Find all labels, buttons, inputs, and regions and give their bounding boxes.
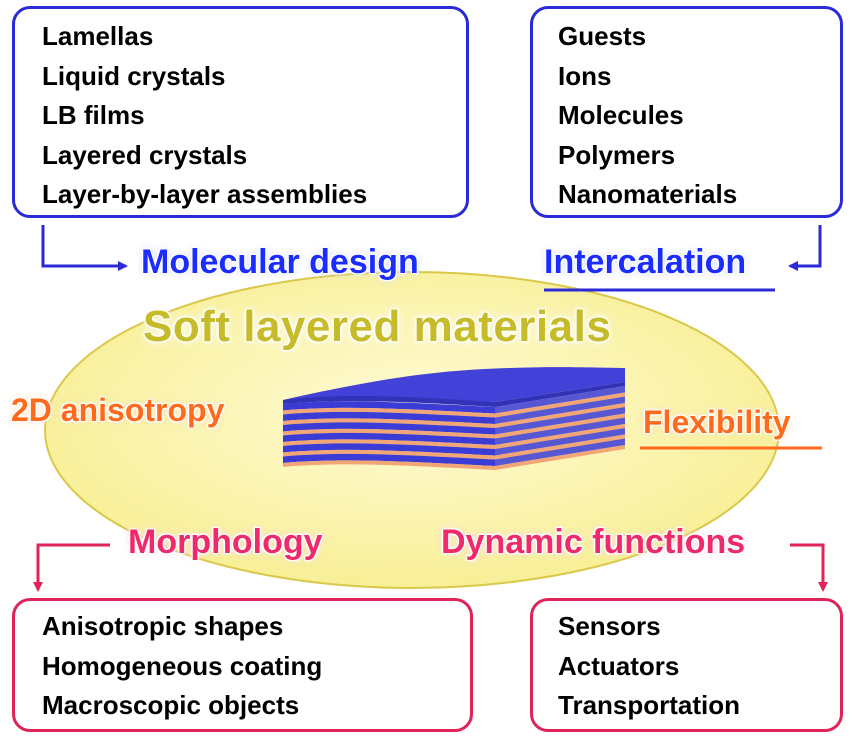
list-item: LB films <box>42 100 145 130</box>
morphology-label: Morphology <box>128 523 323 561</box>
stack-side-blue <box>495 396 625 424</box>
stack-layer-orange <box>283 428 495 439</box>
stack-side-blue <box>495 438 625 466</box>
stack-layer-orange <box>283 418 495 428</box>
list-item: Actuators <box>558 650 680 681</box>
stack-layer-orange <box>283 460 495 470</box>
stack-side-blue <box>495 386 625 414</box>
arrow-top-left <box>41 225 128 271</box>
list-item: Homogeneous coating <box>42 650 323 681</box>
list-item: Nanomaterials <box>558 179 738 209</box>
stack-side-orange <box>495 413 625 439</box>
list-item: Transportation <box>558 690 741 720</box>
list-item: Guests <box>558 21 647 51</box>
molecular-design-label: Molecular design <box>141 243 419 281</box>
stack-layer-blue <box>283 401 495 414</box>
stack-side-orange <box>495 424 625 449</box>
anisotropy-label: 2D anisotropy <box>11 392 225 428</box>
stack-side-orange <box>495 445 625 470</box>
list-item: Layer-by-layer assemblies <box>42 179 368 209</box>
stack-side-orange <box>495 434 625 460</box>
stack-layer-blue <box>283 411 495 424</box>
stack-side-orange <box>495 403 625 428</box>
stack-side-blue <box>495 428 625 456</box>
list-item: Anisotropic shapes <box>42 611 284 641</box>
top-left-box: Lamellas Liquid crystals LB films Layere… <box>12 6 469 218</box>
intercalation-label: Intercalation <box>544 243 747 281</box>
layered-stack-graphic <box>283 367 625 470</box>
list-item: Sensors <box>558 611 661 641</box>
top-right-box: Guests Ions Molecules Polymers Nanomater… <box>530 6 843 218</box>
list-item: Lamellas <box>42 21 154 51</box>
stack-layer-orange <box>283 449 495 460</box>
bottom-left-box: Anisotropic shapes Homogeneous coating M… <box>12 598 473 732</box>
bottom-right-box: Sensors Actuators Transportation <box>530 598 843 732</box>
stack-side-orange <box>495 392 625 418</box>
stack-layer-orange <box>283 439 495 449</box>
stack-layer-blue <box>283 422 495 435</box>
arrow-bottom-left <box>33 543 110 592</box>
stack-side-blue <box>495 417 625 445</box>
stack-side-blue <box>495 407 625 435</box>
stack-layer-orange <box>283 407 495 418</box>
stack-layer-blue <box>283 432 495 445</box>
stack-layer-blue <box>283 453 495 466</box>
list-item: Polymers <box>558 139 676 170</box>
arrow-bottom-right <box>790 543 828 592</box>
stack-layer-blue <box>283 443 495 456</box>
center-title: Soft layered materials <box>143 302 612 351</box>
list-item: Ions <box>558 60 612 91</box>
list-item: Liquid crystals <box>42 60 226 91</box>
list-item: Molecules <box>558 100 684 130</box>
list-item: Macroscopic objects <box>42 690 300 720</box>
arrow-top-right <box>788 225 822 271</box>
dynamic-functions-label: Dynamic functions <box>441 523 746 561</box>
list-item: Layered crystals <box>42 139 248 170</box>
flexibility-label: Flexibility <box>643 404 791 440</box>
